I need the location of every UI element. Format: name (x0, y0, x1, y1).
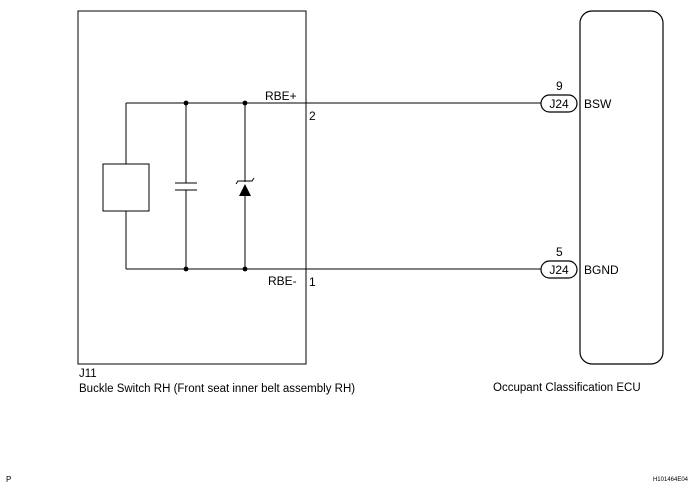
junction-dot (183, 100, 189, 106)
connector-j24-bsw: J24 (540, 94, 578, 113)
buckle-switch-internal-circuit (102, 100, 306, 272)
switch-element-symbol (102, 163, 150, 212)
buckle-switch-name: Buckle Switch RH (Front seat inner belt … (79, 383, 355, 395)
left-pin-label-1: 1 (309, 275, 316, 289)
junction-dot (242, 266, 248, 272)
ecu-terminal-label-bsw: BSW (584, 97, 612, 111)
connector-j24-bgnd: J24 (540, 260, 578, 279)
buckle-switch-code: J11 (79, 368, 97, 380)
junction-dot (183, 266, 189, 272)
ecu-pin-label-5: 5 (556, 245, 563, 259)
ecu-box (579, 10, 664, 365)
figure-id: H101464E04 (653, 477, 689, 483)
ecu-name: Occupant Classification ECU (493, 382, 641, 394)
ecu-pin-label-9: 9 (556, 79, 563, 93)
svg-text:J24: J24 (549, 263, 569, 277)
signal-label-rbe-minus: RBE- (268, 274, 297, 288)
zener-diode-symbol (239, 184, 251, 196)
buckle-switch-box (77, 10, 307, 365)
junction-dot (242, 100, 248, 106)
signal-label-rbe-plus: RBE+ (265, 89, 297, 103)
svg-text:J24: J24 (549, 97, 569, 111)
left-pin-label-2: 2 (309, 109, 316, 123)
corner-mark: P (6, 475, 11, 484)
ecu-terminal-label-bgnd: BGND (584, 263, 619, 277)
